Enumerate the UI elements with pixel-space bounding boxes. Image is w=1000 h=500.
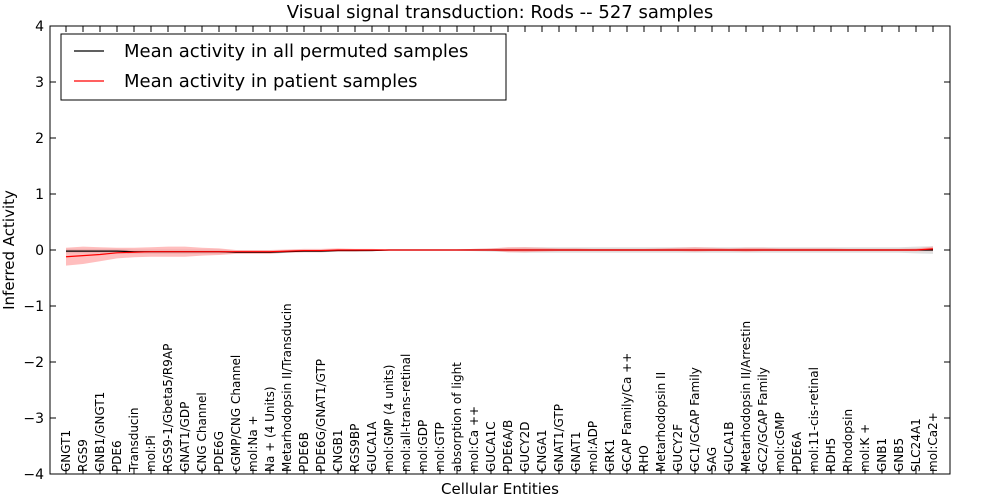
x-tick-label: mol:ADP: [586, 421, 600, 472]
legend-label-1: Mean activity in patient samples: [124, 71, 418, 92]
x-tick-label: GC1/GCAP Family: [688, 367, 702, 472]
chart-title: Visual signal transduction: Rods -- 527 …: [287, 2, 714, 23]
x-tick-label: PDE6: [110, 440, 124, 472]
y-tick-label: 1: [35, 187, 44, 203]
x-tick-label: GNB5: [892, 438, 906, 472]
x-tick-label: mol:GMP (4 units): [382, 365, 396, 472]
x-tick-label: absorption of light: [450, 362, 464, 472]
x-tick-label: GRK1: [603, 439, 617, 472]
legend-label-0: Mean activity in all permuted samples: [124, 41, 468, 62]
x-tick-label: mol:Ca2+: [926, 412, 940, 472]
x-tick-label: GUCY2F: [671, 424, 685, 472]
x-tick-label: CNG Channel: [195, 392, 209, 472]
x-tick-label: mol:all-trans-retinal: [399, 354, 413, 472]
x-tick-label: PDE6G/GNAT1/GTP: [314, 359, 328, 472]
x-tick-label: CNGA1: [535, 430, 549, 473]
y-tick-label: 3: [35, 75, 44, 91]
series-line-1: [65, 248, 934, 258]
x-tick-label: GNAT1/GTP: [552, 404, 566, 472]
x-tick-label: mol:Ca ++: [467, 406, 481, 472]
x-axis-label: Cellular Entities: [441, 480, 559, 498]
y-tick-label: −2: [23, 355, 44, 371]
x-tick-label: Transducin: [127, 408, 141, 473]
y-tick-label: −4: [23, 467, 44, 483]
x-tick-label: GUCA1B: [722, 421, 736, 472]
x-tick-label: CNGB1: [331, 429, 345, 472]
x-tick-label: GC2/GCAP Family: [756, 367, 770, 472]
x-tick-label: mol:K +: [858, 424, 872, 472]
x-tick-label: cGMP/CNG Channel: [229, 355, 243, 472]
x-tick-label: GNB1/GNGT1: [93, 392, 107, 472]
x-tick-label: GNGT1: [59, 430, 73, 472]
line-layer: [65, 248, 934, 258]
band-layer: [66, 246, 933, 266]
y-axis-label: Inferred Activity: [0, 190, 18, 310]
x-tick-label: GUCY2D: [518, 422, 532, 472]
x-tick-label: PDE6A/B: [501, 420, 515, 472]
x-tick-label: RGS9-1/Gbeta5/R9AP: [161, 344, 175, 472]
x-tick-label: GNB1: [875, 438, 889, 472]
x-tick-label: RHO: [637, 445, 651, 472]
x-tick-label: mol:cGMP: [773, 412, 787, 472]
x-tick-label: RGS9BP: [348, 424, 362, 472]
x-tick-label: PDE6A: [790, 431, 804, 472]
y-axis: −4 −3 −2 −1 0 1 2 3 4: [23, 19, 950, 483]
x-tick-label: mol:Na +: [246, 415, 260, 472]
x-tick-label: Metarhodopsin II/Transducin: [280, 303, 294, 472]
x-tick-label: GNAT1: [569, 431, 583, 472]
x-tick-label: Na + (4 Units): [263, 386, 277, 472]
x-tick-label: SLC24A1: [909, 418, 923, 472]
y-tick-label: −1: [23, 299, 44, 315]
x-tick-label: PDE6B: [297, 432, 311, 472]
x-tick-label: mol:Pi: [144, 435, 158, 472]
x-tick-label: Metarhodopsin II/Arrestin: [739, 321, 753, 472]
x-tick-label: GUCA1A: [365, 421, 379, 472]
x-tick-label: GUCA1C: [484, 421, 498, 472]
x-tick-label: mol:11-cis-retinal: [807, 367, 821, 472]
legend-box: [60, 33, 507, 101]
x-tick-label: mol:GTP: [433, 422, 447, 472]
x-tick-label: RGS9: [76, 439, 90, 472]
y-tick-label: −3: [23, 411, 44, 427]
x-tick-label: GCAP Family/Ca ++: [620, 353, 634, 472]
x-tick-label: GNAT1/GDP: [178, 402, 192, 472]
x-tick-label: mol:GDP: [416, 420, 430, 472]
y-tick-label: 2: [35, 131, 44, 147]
legend: Mean activity in all permuted samplesMea…: [60, 33, 507, 101]
x-tick-label: Metarhodopsin II: [654, 372, 668, 472]
x-tick-label: RDH5: [824, 438, 838, 472]
y-tick-label: 0: [35, 243, 44, 259]
y-tick-label: 4: [35, 19, 44, 35]
x-tick-label: Rhodopsin: [841, 409, 855, 472]
x-tick-label: PDE6G: [212, 431, 226, 472]
x-tick-label: SAG: [705, 447, 719, 472]
